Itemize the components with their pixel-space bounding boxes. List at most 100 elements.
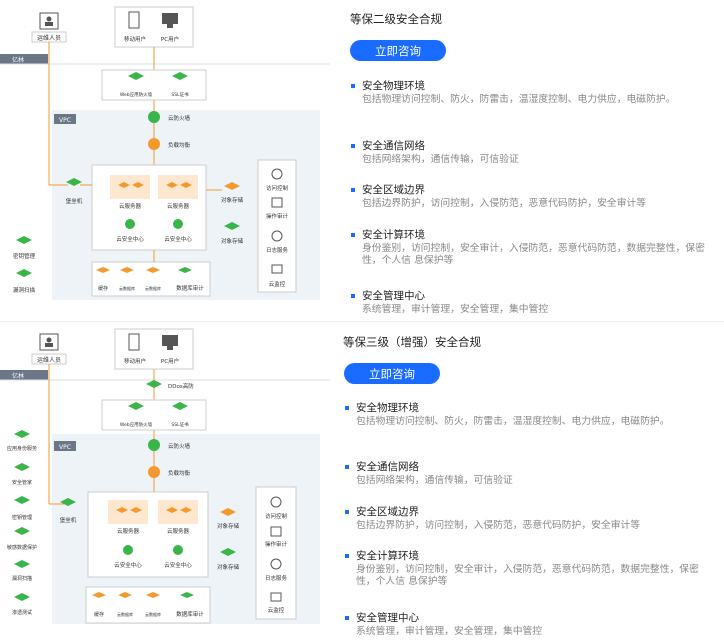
svg-text:操作审计: 操作审计 <box>265 540 288 548</box>
bastion-node: 堡垒机 <box>60 498 77 524</box>
feature-item: 安全计算环境 身份鉴别，访问控制，安全审计，入侵防范，恶意代码防范，数据完整性，… <box>344 549 712 587</box>
svg-text:云安全中心: 云安全中心 <box>164 235 192 243</box>
svg-text:缓存: 缓存 <box>98 285 108 292</box>
svg-text:云安全中心: 云安全中心 <box>114 561 142 569</box>
svg-text:缓存: 缓存 <box>94 611 104 618</box>
compliance-section-level3: VPC 亿林 运维人员 移动用户 PC用户 DDos高防 Web应用 <box>0 322 724 641</box>
ssl-node: SSL证书 <box>171 402 189 428</box>
svg-text:对象存储: 对象存储 <box>221 196 244 204</box>
svg-text:Web应用防火墙: Web应用防火墙 <box>120 91 153 98</box>
region-tag <box>0 54 48 64</box>
feature-item: 安全区域边界 包括边界防护，访问控制，入侵防范，恶意代码防护，安全审计等 <box>344 505 712 532</box>
consult-button[interactable]: 立即咨询 <box>350 40 446 61</box>
feature-title: 安全物理环境 <box>344 401 712 415</box>
svg-text:对象存储: 对象存储 <box>217 522 240 530</box>
ops-user-label: 运维人员 <box>37 34 61 42</box>
section-divider <box>0 321 724 322</box>
svg-text:堡垒机: 堡垒机 <box>66 197 83 205</box>
server-label-1: 云服务器 <box>119 202 142 210</box>
architecture-diagram: VPC 亿林 运维人员 移动用户 PC用户 DDos高防 Web应用 <box>0 328 330 624</box>
svg-text:SSL证书: SSL证书 <box>171 421 189 428</box>
svg-text:操作审计: 操作审计 <box>266 212 289 220</box>
section-title: 等保三级（增强）安全合规 <box>343 335 481 349</box>
svg-text:对象存储: 对象存储 <box>217 563 240 571</box>
svg-text:漏洞扫描: 漏洞扫描 <box>13 286 36 294</box>
left-services: 应用身份服务 安全管家 密钥管理 敏感数据保护 漏洞扫描 渗透测试 <box>7 430 37 616</box>
svg-text:云防火墙: 云防火墙 <box>168 442 191 450</box>
svg-text:数据库审计: 数据库审计 <box>176 610 204 618</box>
ops-user-node: 运维人员 <box>31 12 67 43</box>
svg-text:敏感数据保护: 敏感数据保护 <box>7 544 37 551</box>
feature-item: 安全通信网络 包括网络架构，通信传输，可信验证 <box>344 460 712 487</box>
ddos-node: DDos高防 <box>146 380 194 390</box>
svg-text:云监控: 云监控 <box>268 606 285 614</box>
firewall-node: 云防火墙 <box>148 439 191 451</box>
vpc-label: VPC <box>59 117 71 124</box>
svg-text:DDos高防: DDos高防 <box>168 382 194 390</box>
region-tag <box>0 370 48 380</box>
feature-item: 安全物理环境 包括物理访问控制、防火，防雷击，温湿度控制、电力供应，电磁防护。 <box>350 79 718 106</box>
feature-item: 安全管理中心 系统管理，审计管理，安全管理，集中管控 <box>344 611 712 638</box>
svg-text:Web应用防火墙: Web应用防火墙 <box>120 421 153 428</box>
feature-title: 安全计算环境 <box>350 228 718 242</box>
svg-text:移动用户: 移动用户 <box>124 357 146 365</box>
feature-title: 安全区域边界 <box>344 505 712 519</box>
firewall-node: 云防火墙 <box>148 111 191 123</box>
architecture-diagram: VPC 亿林 运维人员 移动用户 PC用户 Web应用防火墙 <box>0 6 330 300</box>
feature-desc: 包括边界防护，访问控制，入侵防范，恶意代码防护，安全审计等 <box>362 198 647 209</box>
svg-text:云数据库: 云数据库 <box>119 285 135 291</box>
server-label-2: 云服务器 <box>167 202 190 210</box>
svg-text:云服务器: 云服务器 <box>167 527 190 535</box>
feature-desc: 包括边界防护，访问控制，入侵防范，恶意代码防护，安全审计等 <box>356 520 641 531</box>
svg-text:漏洞扫描: 漏洞扫描 <box>12 575 32 582</box>
feature-item: 安全管理中心 系统管理，审计管理，安全管理，集中管控 <box>350 289 718 316</box>
svg-text:对象存储: 对象存储 <box>221 237 244 245</box>
feature-title: 安全通信网络 <box>344 460 712 474</box>
ops-user-node: 运维人员 <box>31 333 67 365</box>
svg-text:密钥管理: 密钥管理 <box>12 514 32 521</box>
feature-title: 安全管理中心 <box>350 289 718 303</box>
feature-title: 安全通信网络 <box>350 139 718 153</box>
pc-user-node: PC用户 <box>161 13 179 43</box>
bottom-services: 缓存 云数据库 云数据库 数据库审计 <box>96 267 204 292</box>
waf-node: Web应用防火墙 <box>120 402 153 428</box>
svg-text:日志服务: 日志服务 <box>265 574 288 582</box>
vpc-tag <box>54 114 76 124</box>
bastion-node: 堡垒机 <box>66 178 83 205</box>
mobile-user-node: 移动用户 <box>124 333 146 365</box>
consult-button[interactable]: 立即咨询 <box>344 363 440 384</box>
storage-node-1: 对象存储 <box>217 508 240 530</box>
feature-title: 安全计算环境 <box>344 549 712 563</box>
svg-text:负载均衡: 负载均衡 <box>168 469 191 477</box>
svg-text:云数据库: 云数据库 <box>117 611 133 617</box>
feature-desc: 包括网络架构，通信传输，可信验证 <box>356 475 513 486</box>
feature-item: 安全计算环境 身份鉴别，访问控制，安全审计，入侵防范，恶意代码防范，数据完整性，… <box>350 228 718 266</box>
svg-text:云安全中心: 云安全中心 <box>164 561 192 569</box>
right-services: 访问控制 操作审计 日志服务 云监控 <box>265 496 288 614</box>
feature-desc: 系统管理，审计管理，安全管理，集中管控 <box>362 304 549 315</box>
svg-text:运维人员: 运维人员 <box>37 356 61 364</box>
compliance-section-level2: VPC 亿林 运维人员 移动用户 PC用户 Web应用防火墙 <box>0 6 718 316</box>
svg-text:数据库审计: 数据库审计 <box>176 284 204 292</box>
feature-desc: 包括物理访问控制、防火，防雷击，温湿度控制、电力供应，电磁防护。 <box>356 416 670 427</box>
svg-text:云监控: 云监控 <box>269 280 286 288</box>
storage-node-1: 对象存储 <box>221 182 244 204</box>
svg-text:应用身份服务: 应用身份服务 <box>7 445 37 452</box>
svg-text:访问控制: 访问控制 <box>266 184 289 192</box>
svg-text:亿林: 亿林 <box>12 372 24 380</box>
region-label: 亿林 <box>12 56 24 64</box>
svg-text:云数据库: 云数据库 <box>145 285 161 291</box>
waf-node: Web应用防火墙 <box>120 72 153 98</box>
feature-desc: 身份鉴别，访问控制，安全审计，入侵防范，恶意代码防范，数据完整性，保密性，个人信… <box>362 243 705 266</box>
feature-desc: 系统管理，审计管理，安全管理，集中管控 <box>356 626 543 637</box>
svg-text:负载均衡: 负载均衡 <box>168 141 191 149</box>
vpc-tag <box>54 441 76 451</box>
feature-desc: 身份鉴别，访问控制，安全审计，入侵防范，恶意代码防范，数据完整性，保密性，个人信… <box>356 564 699 587</box>
svg-text:PC用户: PC用户 <box>161 357 179 365</box>
feature-desc: 包括物理访问控制、防火，防雷击，温湿度控制、电力供应，电磁防护。 <box>362 94 676 105</box>
svg-text:堡垒机: 堡垒机 <box>60 516 77 524</box>
left-services: 密钥管理 漏洞扫描 <box>13 236 36 294</box>
svg-text:云数据库: 云数据库 <box>145 611 161 617</box>
feature-item: 安全物理环境 包括物理访问控制、防火，防雷击，温湿度控制、电力供应，电磁防护。 <box>344 401 712 428</box>
svg-text:云安全中心: 云安全中心 <box>116 235 144 243</box>
